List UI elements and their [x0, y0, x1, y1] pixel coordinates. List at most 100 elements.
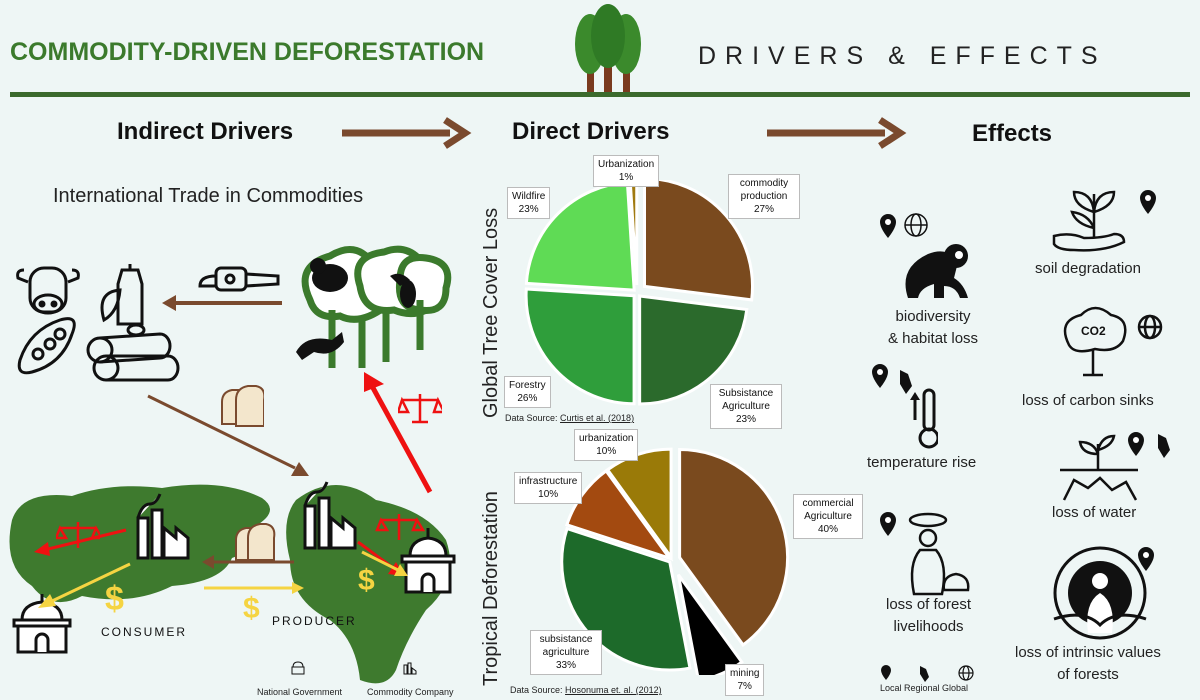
pie1-callout-urbanization: Urbanization 1% [593, 155, 660, 187]
slice-label: mining [730, 668, 760, 679]
effect-water-label: loss of water [1052, 504, 1137, 521]
slice-pct: 27% [753, 204, 774, 215]
scale-icon [56, 522, 100, 548]
pie-slice-urbanization [628, 180, 639, 286]
dollar-sign-icon: $ [358, 564, 375, 597]
slice-pct: 1% [618, 172, 634, 183]
pie1-callout-wildfire: Wildfire 23% [507, 187, 551, 219]
factory-consumer-icon [136, 493, 190, 560]
slice-label: commercial Agriculture [802, 498, 854, 522]
pie1-callout-subsistence: Subsistance Agriculture 23% [710, 384, 782, 429]
arrow-left-icon [162, 295, 282, 311]
pie-chart-tree-cover-loss [524, 180, 754, 406]
government-legend-icon [291, 661, 305, 675]
header-divider [10, 92, 1190, 97]
pie1-source: Data Source: Curtis et al. (2018) [505, 413, 634, 423]
pie-slice-subsistance-agriculture [638, 294, 749, 406]
money-bags-icon [221, 385, 264, 427]
slice-label: subsistance agriculture [539, 634, 593, 658]
slice-label: infrastructure [519, 476, 578, 487]
scale-icon [398, 394, 442, 424]
monkey-icon [905, 244, 968, 298]
factory-producer-icon [303, 481, 357, 550]
pie2-callout-infrastructure: infrastructure 10% [514, 472, 583, 504]
pie-slice-commodity-production [643, 180, 754, 302]
tree-co2-icon: CO2 [1063, 306, 1163, 377]
source-prefix: Data Source: [510, 685, 566, 695]
source-prefix: Data Source: [505, 413, 561, 423]
label-line: loss of forest [886, 596, 972, 613]
slice-label: Urbanization [598, 159, 655, 170]
slice-label: Subsistance Agriculture [718, 388, 774, 412]
producer-label: PRODUCER [272, 614, 357, 628]
government-consumer-icon [12, 594, 72, 654]
effect-livelihoods-label: loss of forest livelihoods [886, 594, 971, 638]
direct-drivers-heading: Direct Drivers [512, 118, 670, 145]
yellow-arrow-right-icon [361, 550, 408, 576]
title-right: DRIVERS & EFFECTS [698, 42, 1107, 70]
pie2-callout-mining: mining 7% [725, 664, 765, 696]
co2-text: CO2 [1081, 324, 1106, 338]
red-arrow-up-icon [364, 372, 433, 494]
title-left: COMMODITY-DRIVEN DEFORESTATION [10, 38, 485, 66]
money-bags-icon [235, 523, 276, 561]
label-line: of forests [1057, 666, 1119, 683]
local-global-icon [880, 213, 928, 238]
thermometer-icon [872, 364, 938, 449]
label-line: livelihoods [893, 618, 964, 635]
effect-carbon-label: loss of carbon sinks [1022, 392, 1154, 409]
commodities-icon [16, 264, 180, 382]
slice-label: urbanization [579, 433, 634, 444]
slice-pct: 7% [737, 681, 752, 692]
effect-soil-label: soil degradation [1035, 260, 1141, 277]
trees-logo-icon [575, 4, 641, 93]
pie-slice-forestry [524, 287, 636, 406]
pie2-callout-urbanization: urbanization 10% [574, 429, 639, 461]
scale-legend-icons [881, 665, 974, 682]
label-line: & habitat loss [888, 330, 979, 347]
brown-arrow-left-icon [202, 555, 294, 569]
effects-heading: Effects [972, 120, 1053, 147]
arrow-right-icon [342, 117, 472, 149]
slice-pct: 23% [518, 204, 539, 215]
government-producer-icon [400, 528, 456, 594]
label-line: loss of intrinsic values [1015, 644, 1161, 661]
red-arrow-left-icon [34, 528, 127, 556]
forest-wildlife-icon [296, 245, 452, 368]
effect-intrinsic-label: loss of intrinsic values of forests [1015, 642, 1161, 686]
legend-government-label: National Government [257, 687, 343, 697]
pie1-title: Global Tree Cover Loss [480, 207, 502, 418]
consumer-label: CONSUMER [101, 625, 188, 639]
arrow-right-icon [767, 117, 907, 149]
slice-pct: 40% [817, 524, 838, 535]
slice-pct: 10% [538, 489, 559, 500]
forest-worker-icon [880, 512, 970, 596]
scale-icon [375, 514, 425, 540]
slice-pct: 10% [596, 446, 617, 457]
scale-legend-label: Local Regional Global [880, 683, 969, 693]
slice-label: Wildfire [512, 191, 546, 202]
slice-pct: 23% [735, 414, 756, 425]
yellow-arrow-icon [38, 562, 131, 608]
yellow-arrow-right-icon [204, 582, 304, 594]
slice-pct: 33% [555, 660, 576, 671]
dollar-sign-icon: $ [243, 592, 260, 625]
plant-hand-icon [1052, 190, 1156, 252]
pie2-title: Tropical Deforestation [480, 491, 502, 686]
legend-company-label: Commodity Company [367, 687, 454, 697]
trade-label: International Trade in Commodities [53, 185, 364, 207]
indirect-drivers-heading: Indirect Drivers [117, 118, 294, 145]
pie2-source: Data Source: Hosonuma et. al. (2012) [510, 685, 662, 695]
effect-biodiversity-label: biodiversity & habitat loss [888, 306, 978, 350]
slice-label: commodity production [739, 178, 789, 202]
label-line: biodiversity [895, 308, 971, 325]
pie1-callout-commodity: commodity production 27% [728, 174, 800, 219]
pie2-callout-subsistence: subsistance agriculture 33% [530, 630, 602, 675]
chainsaw-icon [198, 266, 280, 292]
dollar-sign-icon: $ [105, 580, 124, 618]
source-link[interactable]: Hosonuma et. al. (2012) [565, 685, 662, 695]
factory-legend-icon [403, 662, 417, 675]
effect-temperature-label: temperature rise [867, 454, 977, 471]
source-link[interactable]: Curtis et al. (2018) [560, 413, 635, 423]
